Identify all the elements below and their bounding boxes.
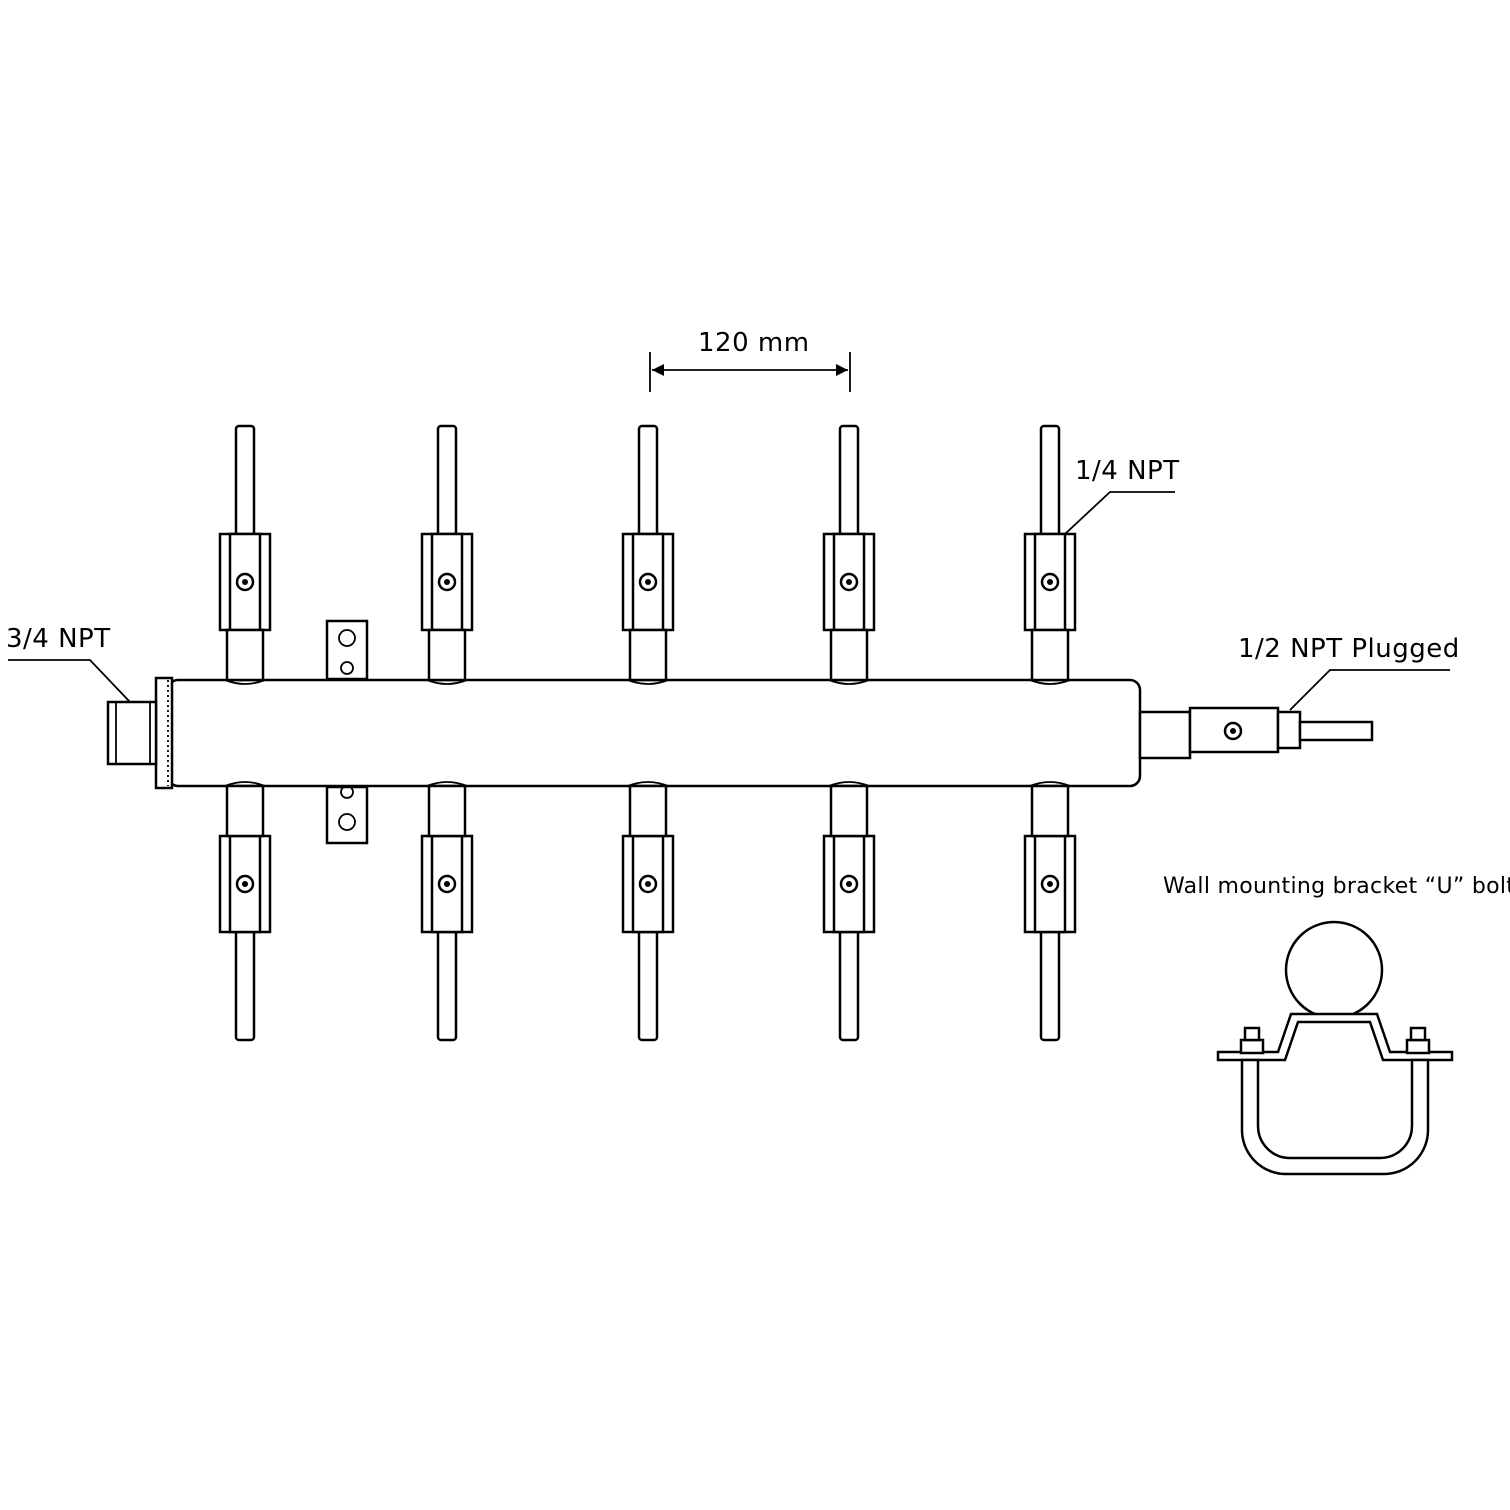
valve-top-4 [822,424,876,686]
valve-top-1 [218,424,272,686]
leader-lines [8,491,1450,711]
mounting-plate-top [325,619,369,681]
u-bolt-detail [1216,920,1454,1176]
valve-bottom-3 [621,780,675,1042]
dimension-label: 120 mm [698,328,810,358]
valve-bottom-4 [822,780,876,1042]
inlet-label: 3/4 NPT [6,624,111,654]
end-port-label: 1/2 NPT Plugged [1238,634,1460,664]
valve-bottom-1 [218,780,272,1042]
mounting-plate-bottom [325,785,369,845]
valve-bottom-5 [1023,780,1077,1042]
dimension-120mm [649,352,851,392]
manifold-body [154,676,1142,790]
valve-bottom-2 [420,780,474,1042]
outlet-valve-label: 1/4 NPT [1075,456,1180,486]
valve-top-2 [420,424,474,686]
bracket-caption: Wall mounting bracket “U” bolt [1163,874,1510,899]
valve-top-5 [1023,424,1077,686]
inlet-fitting [106,700,158,766]
end-port-plugged [1138,706,1374,760]
valve-top-3 [621,424,675,686]
